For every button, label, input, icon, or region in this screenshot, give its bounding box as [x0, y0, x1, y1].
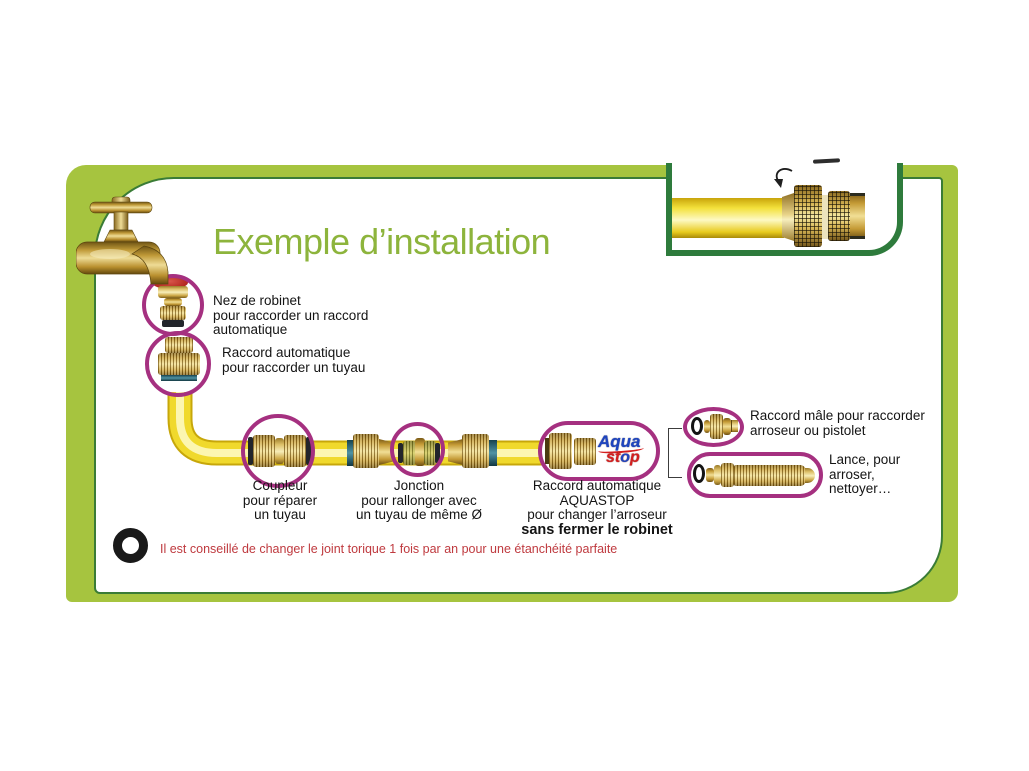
label-line: arroser, — [829, 466, 875, 482]
aquastop-small-ring — [574, 438, 596, 465]
lance-barrel — [734, 465, 806, 486]
page-title: Exemple d’installation — [213, 221, 551, 262]
inset-hose — [672, 198, 784, 238]
label-line: pour raccorder un raccord — [213, 307, 369, 323]
callout-oval-lance — [687, 452, 823, 498]
callout-ring-raccord — [145, 331, 211, 397]
label-line: un tuyau — [254, 507, 306, 522]
label-line: Coupleur — [252, 478, 308, 493]
lance-knurl-ring — [721, 463, 734, 487]
connector-b-cone — [448, 439, 463, 465]
label-raccord-automatique: Raccord automatique pour raccorder un tu… — [222, 345, 366, 375]
label-line: Raccord automatique — [532, 478, 662, 493]
twist-arrow-icon — [774, 168, 793, 188]
label-jonction: Jonction pour rallonger avec un tuyau de… — [352, 478, 486, 523]
label-lance: Lance, pour arroser, nettoyer… — [829, 452, 901, 497]
label-line: un tuyau de même Ø — [355, 507, 483, 522]
lance-step — [714, 465, 721, 485]
label-line: pour réparer — [242, 492, 318, 508]
label-line: Jonction — [393, 478, 445, 493]
faucet-icon — [76, 196, 169, 285]
label-line: pour rallonger avec — [361, 492, 477, 508]
logo-p: p — [630, 449, 640, 466]
quick-connector-b — [462, 434, 489, 468]
label-line: AQUASTOP — [559, 492, 635, 508]
label-nez-de-robinet: Nez de robinet pour raccorder un raccord… — [213, 293, 369, 338]
hose-end-cap-b — [489, 440, 497, 466]
logo-drop-o: o — [620, 449, 631, 466]
aquastop-logo-stop: stop — [606, 450, 640, 466]
label-raccord-male: Raccord mâle pour raccorder arroseur ou … — [750, 408, 925, 438]
label-coupleur: Coupleur pour réparer un tuyau — [238, 478, 322, 523]
label-line: Raccord automatique — [222, 345, 351, 360]
label-line: nettoyer… — [829, 481, 892, 496]
lance-neck — [706, 468, 714, 482]
label-line: Raccord mâle pour raccorder — [750, 408, 925, 423]
o-ring-icon — [113, 528, 148, 563]
callout-ring-jonction — [390, 422, 445, 477]
label-line: arroseur ou pistolet — [750, 422, 866, 438]
maintenance-note: Il est conseillé de changer le joint tor… — [160, 542, 618, 556]
aquastop-logo-aqua: Aqua — [598, 432, 641, 451]
label-line: automatique — [213, 322, 288, 337]
label-line: pour changer l’arroseur — [527, 507, 667, 522]
inset-end-piece — [850, 193, 865, 239]
hose-end-cap-a — [347, 440, 353, 466]
inset-knurled-nut-small — [828, 191, 850, 241]
logo-st: st — [606, 449, 621, 466]
fork-bracket-line — [668, 428, 682, 478]
callout-oval-aquastop — [538, 421, 660, 481]
aquastop-logo: Aqua stop — [596, 433, 658, 473]
inset-collar — [782, 192, 797, 242]
inset-knurled-nut-big — [794, 185, 822, 247]
label-line: Lance, pour — [829, 452, 901, 467]
hose-path — [167, 392, 542, 466]
label-line-bold: sans fermer le robinet — [521, 521, 673, 538]
inset-picture — [666, 163, 903, 256]
label-raccord-aquastop: Raccord automatique AQUASTOP pour change… — [515, 478, 679, 538]
label-line: Nez de robinet — [213, 293, 301, 308]
callout-ring-coupleur — [241, 414, 315, 488]
quick-connector-a — [353, 434, 379, 468]
inset-gap-ring — [822, 195, 828, 239]
callout-oval-male — [683, 407, 744, 447]
label-line: pour raccorder un tuyau — [222, 359, 366, 375]
